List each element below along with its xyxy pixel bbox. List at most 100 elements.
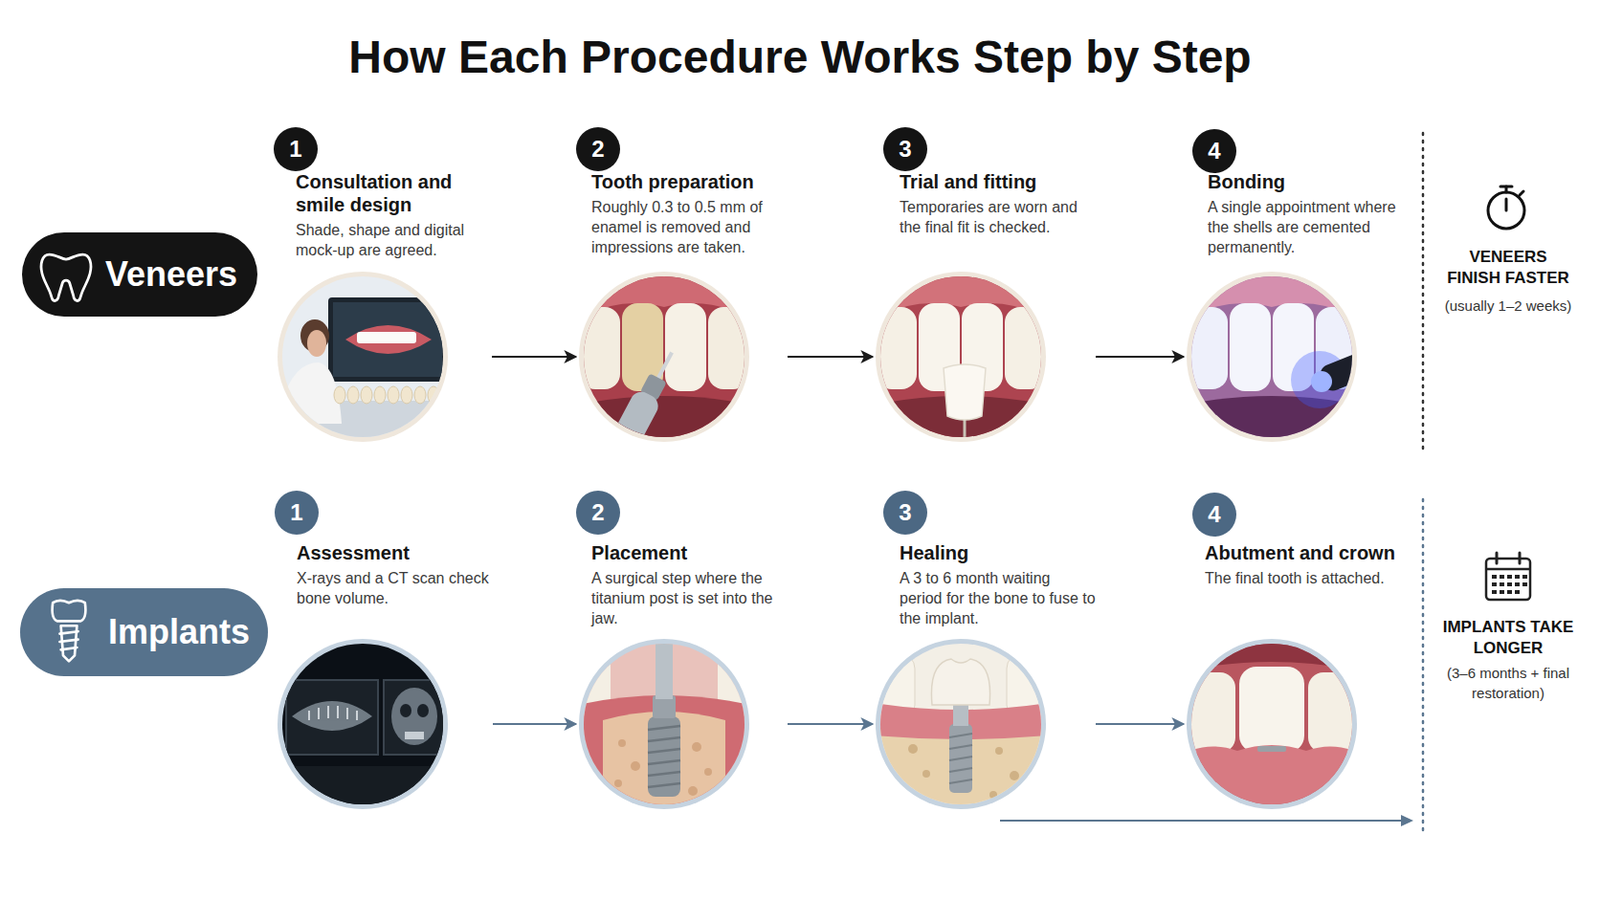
- calendar-icon-part-part: [1499, 590, 1505, 595]
- callout-number: 2: [591, 500, 604, 526]
- placement-photo-part-part-part: [647, 749, 681, 754]
- calendar-icon-part: [1491, 575, 1528, 595]
- step-card: PlacementA surgical step where the titan…: [576, 541, 788, 813]
- step-number-badge: 1: [274, 490, 319, 535]
- tooth-icon-part: [41, 254, 91, 301]
- step-text-block: Tooth preparationRoughly 0.3 to 0.5 mm o…: [591, 170, 788, 258]
- diagram-title: How Each Procedure Works Step by Step: [0, 28, 1600, 87]
- calendar-icon: [1486, 553, 1531, 600]
- calendar-icon-part-part: [1499, 575, 1505, 579]
- step-number-badge: 2: [576, 490, 621, 535]
- preparation-photo-part: [578, 271, 750, 443]
- calendar-icon-part-part: [1514, 590, 1520, 595]
- implant-icon-part: [61, 647, 78, 650]
- consultation-photo-part-part-part: [374, 386, 386, 404]
- step-heading: Assessment: [296, 541, 493, 565]
- consultation-photo-part-part: [328, 297, 447, 382]
- timeline-arrow-part: [1000, 820, 1403, 823]
- assessment-photo-part-part: [286, 680, 378, 756]
- placement-photo-part-part-part: [691, 742, 702, 753]
- healing-photo-part-part-part: [949, 779, 973, 784]
- step-description: A 3 to 6 month waiting period for the bo…: [899, 568, 1096, 629]
- row-label-text: Implants: [108, 588, 250, 677]
- crown-photo-part-part: [1257, 746, 1287, 753]
- healing-photo-part-part-part: [949, 733, 973, 738]
- consultation-photo-part-part: [333, 386, 440, 404]
- placement-photo-part-part-part: [704, 768, 712, 777]
- step-card: Abutment and crownThe final tooth is att…: [1183, 541, 1401, 813]
- stopwatch-icon-part: [1519, 191, 1524, 196]
- tooth-icon: [41, 254, 91, 301]
- bonding-photo-part: [1186, 271, 1357, 443]
- placement-photo-part-part: [655, 632, 673, 700]
- implant-icon: [52, 600, 87, 663]
- consultation-photo-part-part: [307, 330, 327, 357]
- step-number-badge: 4: [1192, 129, 1237, 174]
- step-description: Roughly 0.3 to 0.5 mm of enamel is remov…: [591, 197, 788, 258]
- consultation-photo-part-part-part: [414, 386, 426, 404]
- crown-photo: [1183, 638, 1360, 811]
- placement-photo-part-part-part: [647, 783, 681, 788]
- healing-photo-part-part: [949, 733, 973, 784]
- flow-arrow: [787, 723, 873, 726]
- assessment-photo-part-part-part: [308, 711, 311, 721]
- crown-photo-part-part: [1239, 666, 1305, 754]
- healing-photo-part-part-part: [908, 744, 918, 755]
- trial-photo-part-part: [943, 364, 986, 453]
- flow-arrow: [491, 355, 577, 358]
- step-number-badge: 2: [576, 127, 621, 172]
- step-heading: Placement: [591, 541, 788, 565]
- calendar-icon-part-part: [1507, 575, 1512, 579]
- timing-note: (3–6 months + final restoration): [1445, 663, 1571, 704]
- healing-photo-part-part-part: [1009, 771, 1020, 781]
- trial-photo-part-part: [1004, 307, 1045, 390]
- healing-photo-part-part: [949, 724, 973, 794]
- healing-photo-part-part-part: [949, 756, 973, 761]
- step-text-block: Consultation and smile designShade, shap…: [295, 170, 492, 261]
- callout-number: 2: [591, 136, 604, 162]
- implant-icon-part: [61, 625, 78, 662]
- divider-line: [1422, 499, 1425, 832]
- step-card: Consultation and smile designShade, shap…: [274, 170, 492, 445]
- healing-photo-part-part-part: [922, 770, 931, 778]
- placement-photo: [572, 632, 756, 811]
- timing-note: (usually 1–2 weeks): [1422, 296, 1595, 316]
- step-text-block: Trial and fittingTemporaries are worn an…: [899, 170, 1096, 238]
- consultation-photo-part-part-part: [347, 386, 359, 404]
- step-heading: Abutment and crown: [1204, 541, 1401, 565]
- timeline-arrow-part: [1400, 815, 1414, 827]
- bonding-photo-part-part: [1311, 371, 1333, 393]
- calendar-icon-part-part: [1491, 590, 1497, 595]
- assessment-photo-part-part: [291, 701, 373, 732]
- step-text-block: HealingA 3 to 6 month waiting period for…: [899, 541, 1096, 629]
- step-description: Shade, shape and digital mock-up are agr…: [295, 220, 492, 261]
- preparation-photo-part-part: [708, 307, 749, 390]
- crown-photo-part-part: [1183, 672, 1236, 754]
- healing-photo-part-part-part: [949, 745, 973, 750]
- assessment-photo: [276, 638, 449, 815]
- bonding-photo-part-part: [1187, 307, 1228, 390]
- preparation-photo-part-part: [665, 303, 707, 392]
- stopwatch-icon-part: [1488, 192, 1525, 229]
- preparation-photo-part-part: [577, 396, 751, 444]
- stopwatch-icon-part: [1505, 186, 1509, 193]
- step-text-block: BondingA single appointment where the sh…: [1207, 170, 1404, 258]
- calendar-icon-part-part: [1522, 582, 1528, 587]
- trial-photo-part-part: [876, 307, 917, 390]
- assessment-photo-part-part: [383, 680, 445, 756]
- callout-number: 1: [288, 136, 302, 162]
- crown-photo-part-part: [1308, 672, 1360, 754]
- step-card: HealingA 3 to 6 month waiting period for…: [872, 541, 1096, 813]
- placement-photo-part-part: [647, 716, 681, 798]
- step-heading: Bonding: [1207, 170, 1404, 194]
- consultation-photo-part-part: [333, 302, 443, 378]
- step-text-block: PlacementA surgical step where the titan…: [591, 541, 788, 629]
- preparation-photo-part-part: [596, 345, 685, 478]
- placement-photo-part-part-part: [618, 739, 626, 748]
- calendar-icon-part-part: [1499, 582, 1505, 587]
- calendar-icon-part-part: [1507, 590, 1512, 595]
- bonding-photo-part-part: [1229, 303, 1271, 392]
- assessment-photo-part-part-part: [327, 706, 330, 719]
